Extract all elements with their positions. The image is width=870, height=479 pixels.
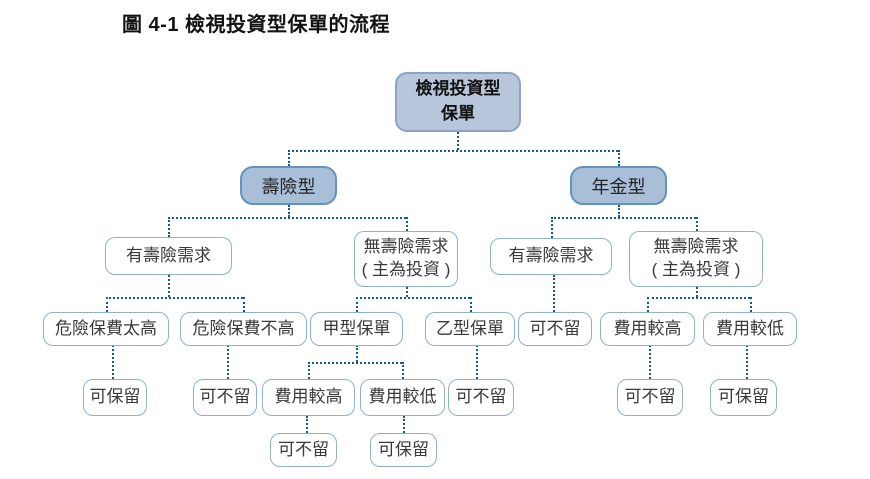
connector (696, 217, 698, 231)
node-annuity-fee-high: 費用較高 (600, 312, 695, 346)
connector (356, 297, 358, 312)
connector (356, 345, 358, 362)
node-annuity-need-result: 可不留 (518, 312, 592, 346)
node-type-a-fee-high-label: 費用較高 (274, 387, 343, 407)
connector (243, 297, 245, 312)
node-life-type-label: 壽險型 (261, 176, 316, 197)
node-life-has-need-label: 有壽險需求 (126, 245, 211, 265)
node-annuity-fee-high-result: 可不留 (617, 379, 683, 416)
node-annuity-no-need-line2: ( 主為投資 ) (651, 260, 741, 279)
node-annuity-fee-low-label: 費用較低 (716, 318, 784, 338)
node-type-b-policy-label: 乙型保單 (436, 318, 504, 338)
node-root-line2: 保單 (441, 104, 475, 123)
connector (476, 345, 478, 379)
connector (551, 217, 553, 238)
connector (112, 345, 114, 379)
node-type-a-fee-low-label: 費用較低 (368, 387, 437, 407)
node-type-a-fee-high-result-label: 可不留 (278, 439, 329, 459)
connector (746, 345, 748, 379)
connector (106, 297, 108, 312)
node-annuity-type-label: 年金型 (591, 176, 646, 197)
node-risk-low-result-label: 可不留 (199, 387, 251, 407)
node-risk-premium-high: 危險保費太高 (43, 312, 169, 346)
connector (308, 362, 402, 364)
connector (356, 297, 470, 299)
connector (106, 297, 243, 299)
connector (406, 287, 408, 297)
connector (288, 150, 290, 166)
connector (402, 362, 404, 379)
node-annuity-fee-low-result: 可保留 (710, 379, 777, 416)
node-type-b-policy: 乙型保單 (425, 312, 515, 346)
connector (750, 297, 752, 312)
connector (288, 150, 618, 152)
connector (618, 150, 620, 166)
node-type-a-fee-low-result-label: 可保留 (378, 439, 429, 459)
node-annuity-no-need-line1: 無壽險需求 (653, 237, 739, 257)
connector (406, 217, 408, 231)
node-type-a-policy: 甲型保單 (310, 312, 403, 346)
node-type-a-policy-label: 甲型保單 (322, 318, 391, 338)
connector (553, 275, 555, 312)
node-life-no-need-line2: ( 主為投資 ) (361, 260, 451, 279)
node-root: 檢視投資型 保單 (395, 72, 521, 132)
connector (649, 345, 651, 379)
connector (403, 416, 405, 433)
connector (647, 297, 750, 299)
node-root-line1: 檢視投資型 (415, 79, 501, 99)
node-risk-high-result-label: 可保留 (89, 387, 141, 407)
node-annuity-fee-high-label: 費用較高 (613, 318, 682, 338)
node-life-has-need: 有壽險需求 (105, 237, 232, 275)
node-life-type: 壽險型 (240, 166, 337, 205)
node-life-no-need-line1: 無壽險需求 (363, 237, 449, 257)
node-annuity-has-need-label: 有壽險需求 (508, 246, 594, 266)
node-annuity-fee-low-result-label: 可保留 (718, 387, 769, 407)
node-type-a-fee-high-result: 可不留 (270, 433, 337, 467)
connector (308, 362, 310, 379)
node-annuity-fee-high-result-label: 可不留 (624, 387, 676, 407)
node-type-b-result-label: 可不留 (455, 387, 507, 407)
node-risk-premium-low: 危險保費不高 (180, 312, 307, 346)
node-risk-premium-high-label: 危險保費太高 (55, 318, 157, 338)
node-annuity-fee-low: 費用較低 (703, 312, 797, 346)
node-type-b-result: 可不留 (448, 379, 514, 416)
connector (168, 275, 170, 297)
connector (457, 132, 459, 150)
connector (288, 205, 290, 217)
connector (306, 416, 308, 433)
node-type-a-fee-high: 費用較高 (262, 379, 355, 416)
connector (618, 205, 620, 217)
connector (168, 217, 406, 219)
connector (168, 217, 170, 237)
connector (227, 345, 229, 379)
figure-title: 圖 4-1 檢視投資型保單的流程 (122, 14, 391, 36)
node-life-no-need: 無壽險需求 ( 主為投資 ) (354, 231, 458, 287)
node-type-a-fee-low: 費用較低 (360, 379, 445, 416)
connector (470, 297, 472, 312)
node-annuity-no-need: 無壽險需求 ( 主為投資 ) (629, 231, 763, 287)
node-annuity-type: 年金型 (570, 166, 667, 205)
connector (647, 297, 649, 312)
node-annuity-has-need: 有壽險需求 (490, 238, 612, 275)
node-risk-low-result: 可不留 (193, 379, 257, 416)
node-annuity-need-result-label: 可不留 (529, 318, 581, 338)
node-risk-premium-low-label: 危險保費不高 (192, 318, 295, 338)
node-type-a-fee-low-result: 可保留 (370, 433, 437, 467)
connector (551, 217, 696, 219)
connector (696, 287, 698, 297)
node-risk-high-result: 可保留 (83, 379, 147, 416)
